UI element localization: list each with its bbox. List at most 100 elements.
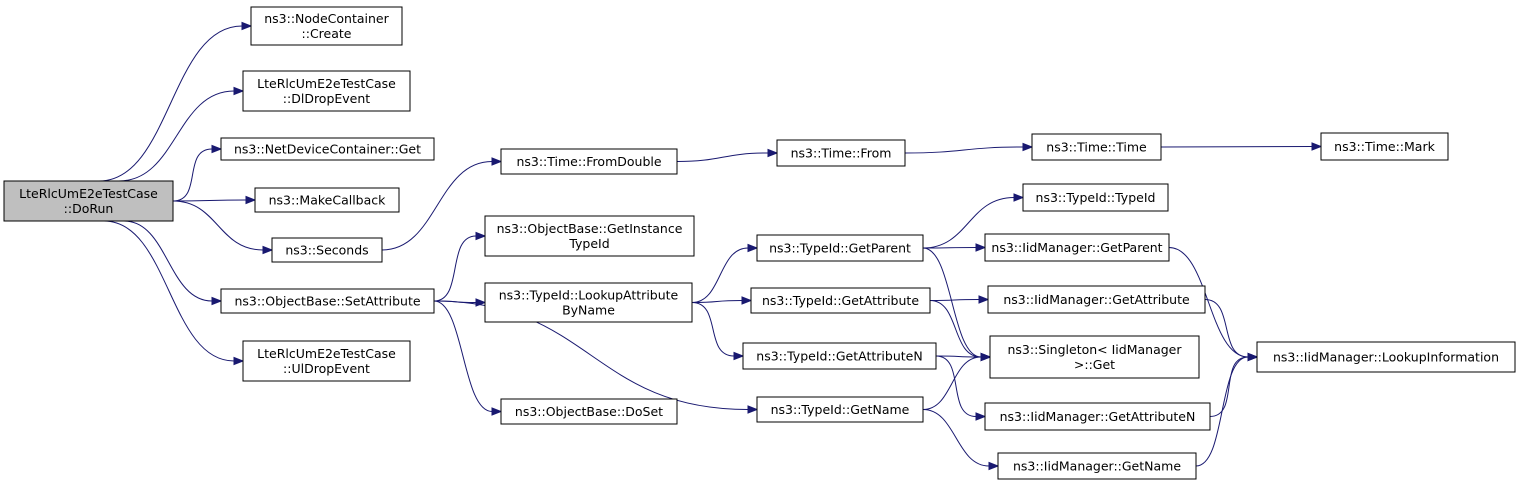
node-label: ns3::Time::Time — [1046, 140, 1147, 155]
node-tid-get-name[interactable]: ns3::TypeId::GetName — [756, 396, 924, 423]
node-label: ns3::IidManager::LookupInformation — [1273, 350, 1499, 365]
edge-arrowhead — [1247, 352, 1259, 362]
node-label: ns3::TypeId::GetParent — [769, 241, 911, 256]
edge-root-to-node_create — [98, 21, 253, 182]
node-mark[interactable]: ns3::Time::Mark — [1320, 132, 1449, 161]
node-tid-get-attr[interactable]: ns3::TypeId::GetAttribute — [750, 287, 931, 314]
node-label: ns3::Time::From — [791, 146, 892, 161]
edge-time-to-mark — [1160, 142, 1323, 151]
node-netdev-get[interactable]: ns3::NetDeviceContainer::Get — [220, 137, 435, 161]
edge-arrowhead — [211, 144, 223, 154]
node-box — [984, 233, 1170, 262]
node-label: ns3::Time::FromDouble — [516, 154, 661, 169]
node-label: ns3::IidManager::GetParent — [991, 240, 1162, 255]
edge-line — [433, 300, 493, 412]
node-do-set[interactable]: ns3::ObjectBase::DoSet — [500, 398, 678, 425]
edge-set_attr-to-do_set — [433, 300, 503, 416]
node-make-cb[interactable]: ns3::MakeCallback — [254, 187, 400, 213]
node-box — [484, 215, 695, 257]
node-box — [220, 288, 435, 314]
node-node-create[interactable]: ns3::NodeContainer::Create — [250, 6, 403, 46]
node-label: ns3::IidManager::GetAttributeN — [1000, 409, 1196, 424]
node-typeid-ctor[interactable]: ns3::TypeId::TypeId — [1022, 183, 1169, 212]
edge-line — [1209, 356, 1249, 417]
edge-line — [1195, 356, 1249, 467]
node-label: ns3::TypeId::GetName — [771, 402, 910, 417]
edge-from-to-time — [904, 142, 1034, 154]
node-box — [987, 285, 1206, 314]
edge-line — [1160, 146, 1313, 148]
edge-arrowhead — [233, 356, 245, 366]
edge-root-to-set_attr — [123, 220, 223, 306]
edge-root-to-seconds — [172, 200, 274, 255]
node-dl-drop[interactable]: LteRlcUmE2eTestCase::DlDropEvent — [242, 70, 411, 112]
node-box — [3, 180, 174, 222]
edge-line — [172, 200, 264, 251]
node-box — [220, 137, 435, 161]
node-label: ns3::NodeContainer — [264, 11, 389, 26]
node-root[interactable]: LteRlcUmE2eTestCase::DoRun — [3, 180, 174, 222]
node-singleton-get[interactable]: ns3::Singleton< IidManager>::Get — [989, 335, 1200, 379]
edge-arrowhead — [491, 157, 503, 166]
node-iid-get-name[interactable]: ns3::IidManager::GetName — [997, 452, 1197, 480]
edge-line — [691, 247, 749, 303]
node-tid-get-attr-n[interactable]: ns3::TypeId::GetAttributeN — [742, 342, 937, 370]
edge-line — [172, 148, 213, 202]
node-label: ns3::ObjectBase::GetInstance — [497, 221, 683, 236]
edge-root-to-ul_drop — [103, 220, 245, 366]
node-box — [1256, 341, 1516, 373]
node-label: ::UlDropEvent — [283, 361, 370, 376]
node-label: ns3::IidManager::GetName — [1013, 459, 1181, 474]
edge-arrowhead — [741, 296, 753, 305]
node-label: ns3::Singleton< IidManager — [1007, 342, 1182, 357]
node-box — [756, 234, 924, 262]
node-label: ns3::ObjectBase::SetAttribute — [234, 294, 420, 309]
edge-line — [381, 161, 493, 251]
edge-line — [103, 220, 235, 362]
node-label: ns3::Seconds — [285, 243, 368, 258]
node-box — [1320, 132, 1449, 161]
edge-line — [922, 356, 982, 410]
node-from[interactable]: ns3::Time::From — [776, 139, 906, 167]
node-box — [756, 396, 924, 423]
node-iid-get-attr-n[interactable]: ns3::IidManager::GetAttributeN — [984, 402, 1211, 431]
edge-arrowhead — [211, 296, 223, 306]
node-time[interactable]: ns3::Time::Time — [1031, 133, 1162, 161]
edge-arrowhead — [988, 461, 1000, 471]
edge-line — [98, 25, 243, 182]
edge-arrowhead — [975, 243, 987, 252]
edge-arrowhead — [747, 243, 759, 253]
edge-iid_get_attr-to-iid_lookup — [1204, 299, 1259, 362]
edge-lookup_attr-to-tid_get_attr — [691, 296, 753, 305]
edge-line — [922, 247, 977, 249]
node-iid-get-attr[interactable]: ns3::IidManager::GetAttribute — [987, 285, 1206, 314]
node-iid-get-parent[interactable]: ns3::IidManager::GetParent — [984, 233, 1170, 262]
node-box — [242, 340, 411, 382]
node-box — [1022, 183, 1169, 212]
node-box — [776, 139, 906, 167]
node-label: LteRlcUmE2eTestCase — [257, 346, 396, 361]
node-box — [742, 342, 937, 370]
edge-line — [929, 300, 982, 358]
node-get-parent[interactable]: ns3::TypeId::GetParent — [756, 234, 924, 262]
edge-iid_get_attr_n-to-iid_lookup — [1209, 352, 1259, 417]
node-seconds[interactable]: ns3::Seconds — [271, 237, 383, 263]
node-label: ns3::Time::Mark — [1334, 139, 1435, 154]
call-edges — [98, 21, 1323, 471]
edge-line — [935, 355, 982, 358]
node-label: ::DoRun — [64, 201, 114, 216]
node-set-attr[interactable]: ns3::ObjectBase::SetAttribute — [220, 288, 435, 314]
edge-line — [691, 300, 743, 303]
edge-line — [929, 299, 980, 301]
edge-line — [935, 355, 977, 417]
node-label: ns3::TypeId::GetAttributeN — [756, 349, 922, 364]
node-ul-drop[interactable]: LteRlcUmE2eTestCase::UlDropEvent — [242, 340, 411, 382]
node-from-double[interactable]: ns3::Time::FromDouble — [500, 148, 678, 175]
node-box — [250, 6, 403, 46]
node-label: ns3::TypeId::TypeId — [1036, 190, 1156, 205]
node-iid-lookup[interactable]: ns3::IidManager::LookupInformation — [1256, 341, 1516, 373]
edge-lookup_attr-to-get_parent — [691, 243, 759, 303]
